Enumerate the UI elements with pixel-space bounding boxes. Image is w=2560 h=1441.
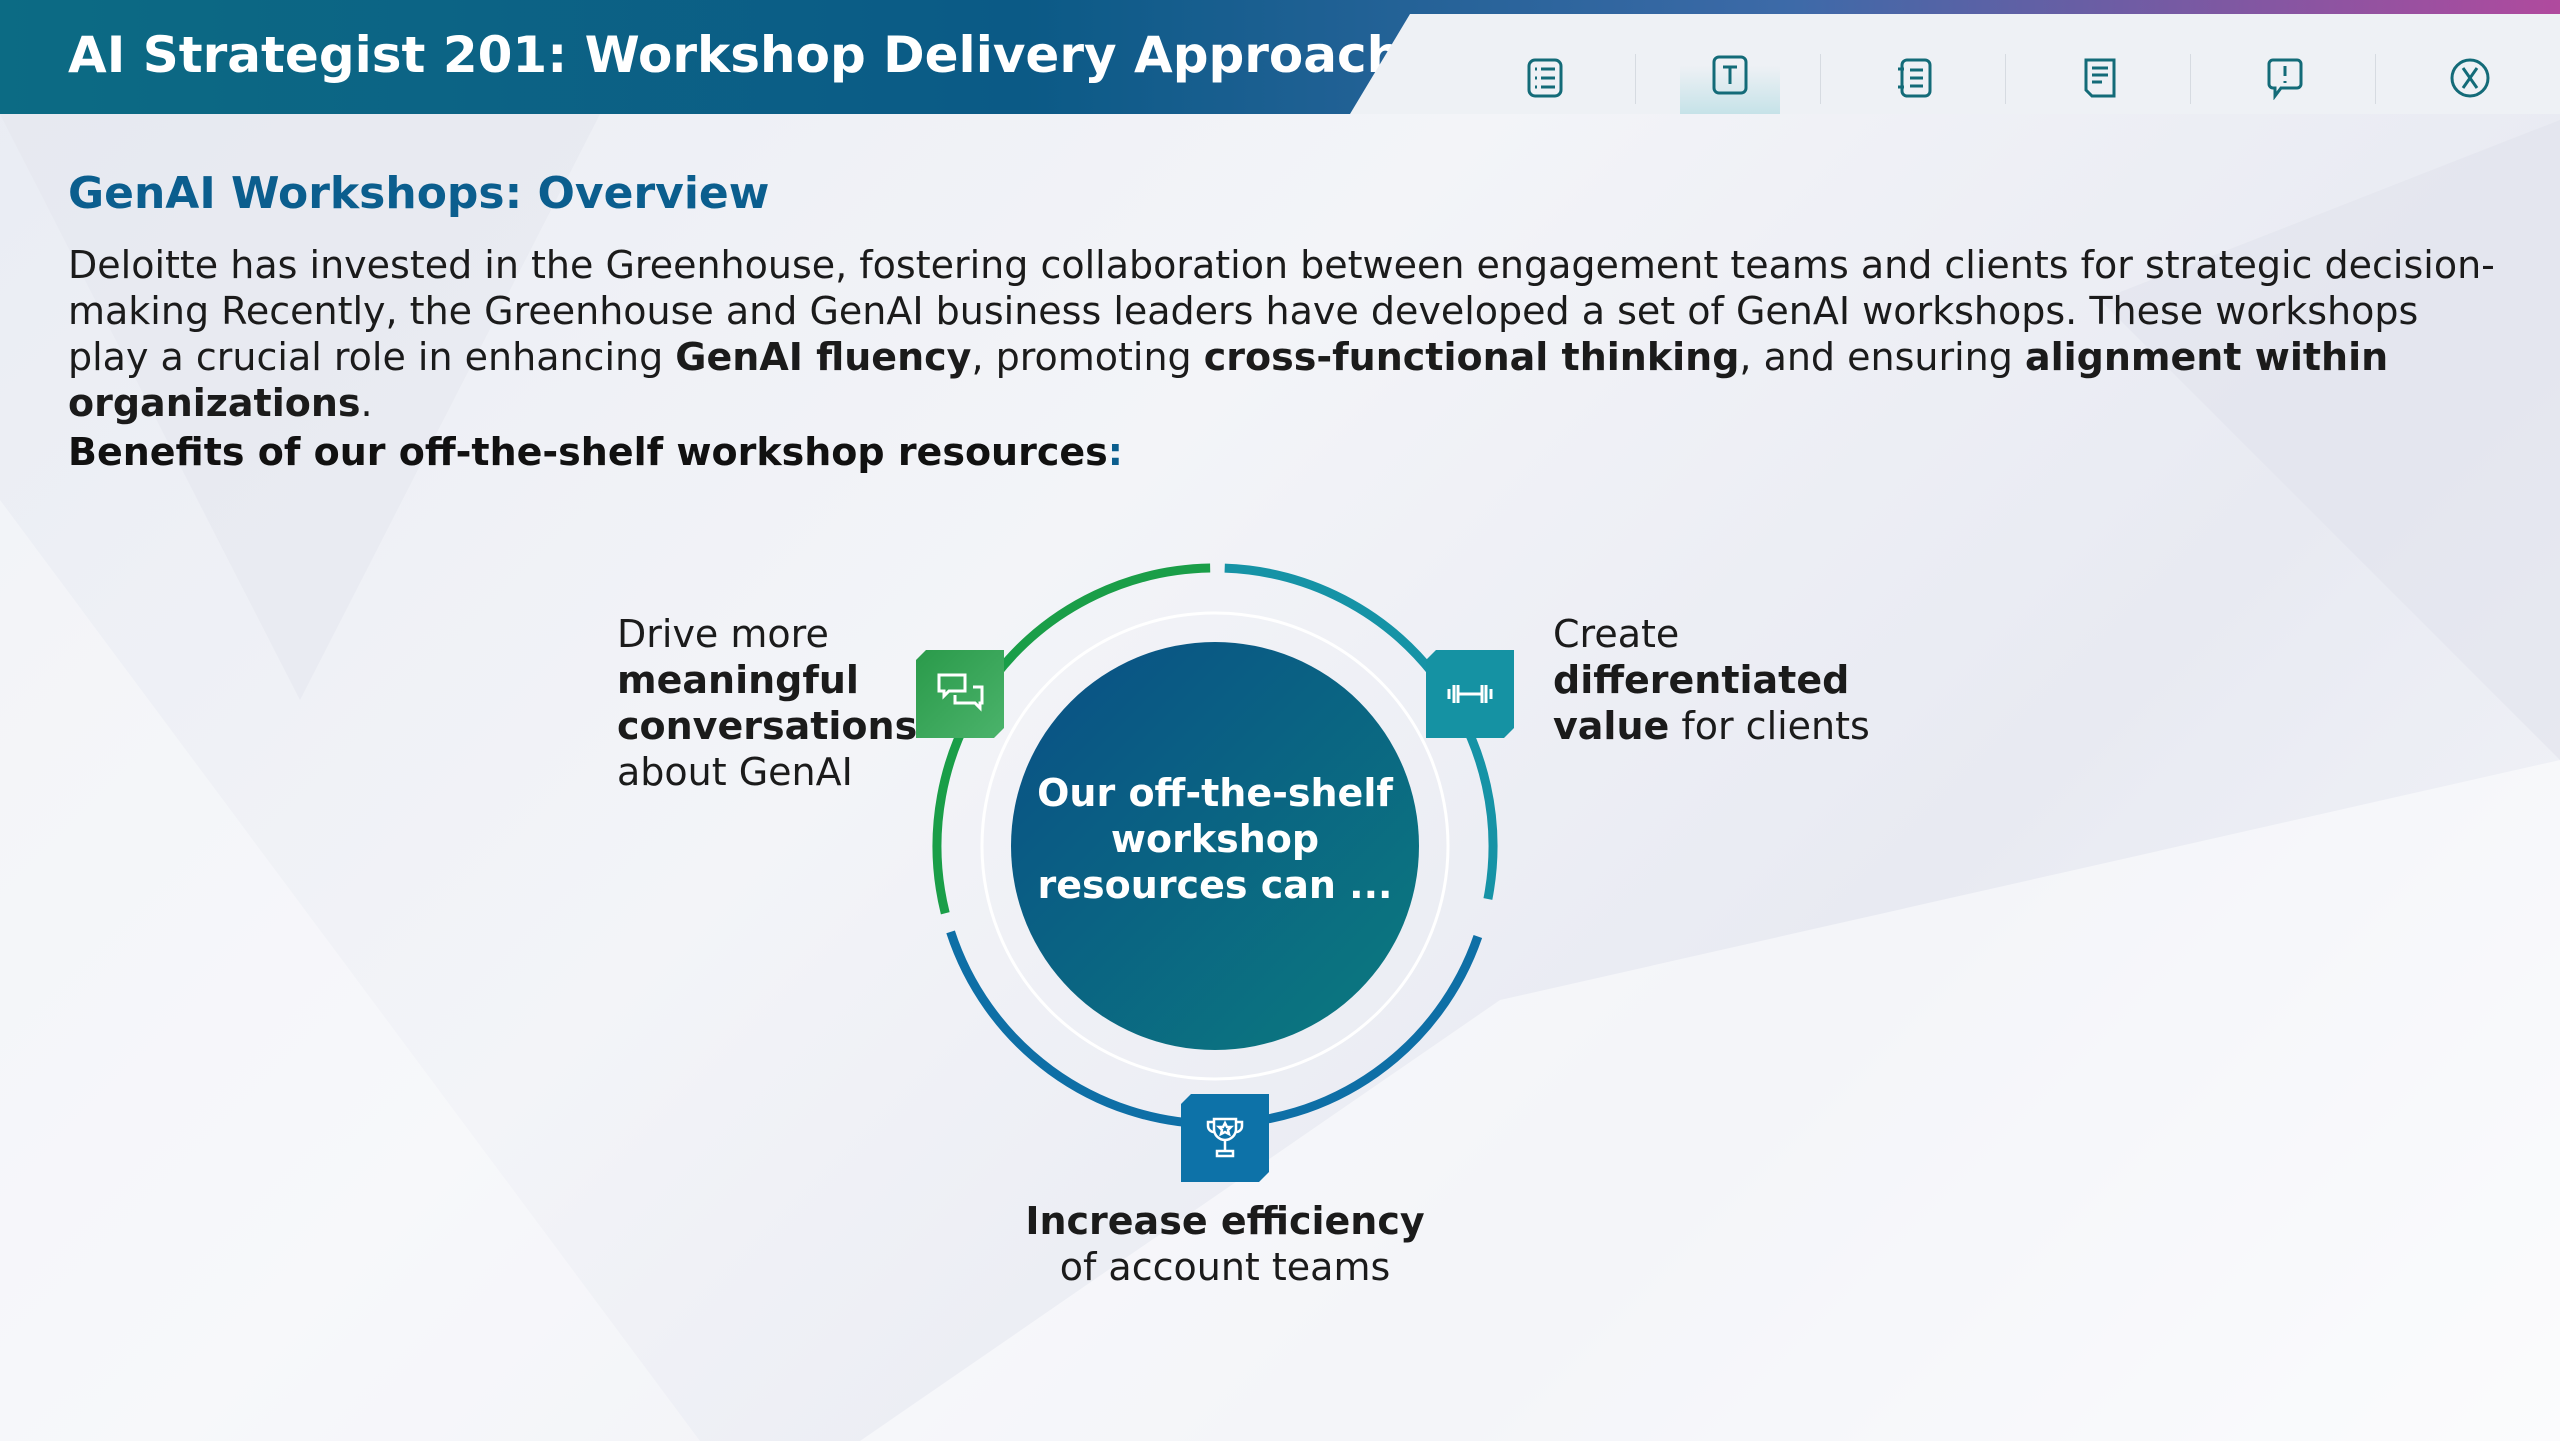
toolbar: [1350, 14, 2560, 114]
conversation-badge: [916, 650, 1004, 738]
center-circle: [1011, 642, 1419, 1050]
list-icon: [1527, 58, 1563, 98]
intro-paragraph: Deloitte has invested in the Greenhouse,…: [68, 243, 2495, 425]
inner-ring: [980, 611, 1450, 1081]
highlight-genai-fluency: GenAI fluency: [675, 335, 972, 379]
close-icon: [2450, 58, 2490, 98]
trophy-badge: [1181, 1094, 1269, 1182]
transcript-button[interactable]: [1680, 28, 1780, 114]
conversation-icon: [933, 667, 987, 721]
dumbbell-icon: [1443, 667, 1497, 721]
text-icon: [1712, 55, 1748, 95]
close-button[interactable]: [2420, 28, 2520, 114]
highlight-cross-functional: cross-functional thinking: [1203, 335, 1740, 379]
course-title: AI Strategist 201: Workshop Delivery App…: [68, 26, 1403, 84]
menu-button[interactable]: [1495, 28, 1595, 114]
trophy-icon: [1198, 1111, 1252, 1165]
notes-button[interactable]: [1865, 28, 1965, 114]
resources-button[interactable]: [2050, 28, 2150, 114]
center-text: Our off-the-shelf workshop resources can…: [1037, 771, 1393, 907]
document-icon: [2084, 58, 2116, 98]
benefits-heading: Benefits of our off-the-shelf workshop r…: [68, 430, 1123, 474]
feedback-button[interactable]: [2235, 28, 2335, 114]
highlight-alignment: alignment within organizations: [68, 335, 2389, 425]
section-heading: GenAI Workshops: Overview: [68, 168, 770, 219]
dumbbell-badge: [1426, 650, 1514, 738]
notebook-icon: [1898, 58, 1932, 98]
feedback-icon: [2267, 58, 2303, 100]
